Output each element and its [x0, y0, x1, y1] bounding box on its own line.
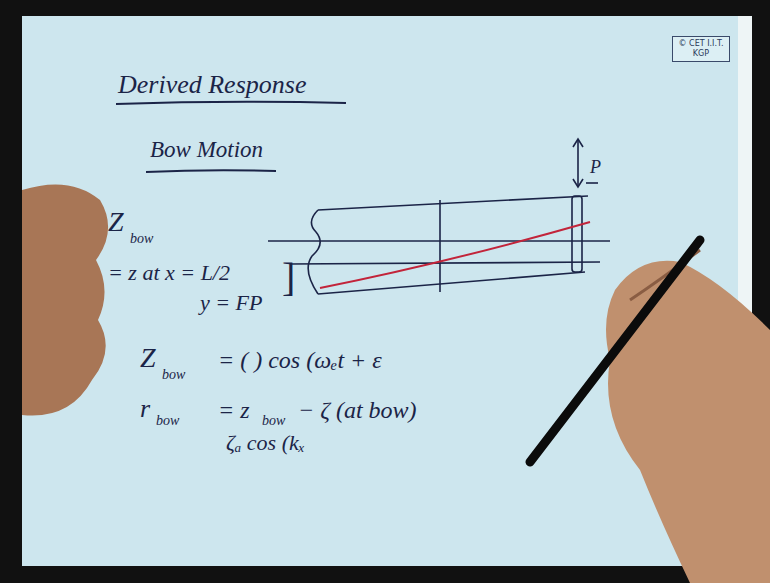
symbol: Z [108, 208, 124, 236]
equation: ζₐ cos (kₓ [226, 432, 305, 454]
equation: = ( ) cos (ωₑt + ε [218, 348, 382, 372]
watermark-text: © CET I.I.T. KGP [676, 39, 726, 58]
point-label: P [590, 158, 601, 176]
subscript: bow [156, 414, 179, 428]
heading: Derived Response [118, 72, 306, 98]
symbol: Z [140, 344, 156, 372]
equation: y = FP [200, 292, 263, 314]
equation: = z [218, 398, 250, 422]
equation: − ζ (at bow) [298, 398, 417, 422]
watermark-box: © CET I.I.T. KGP [672, 36, 730, 62]
bracket: ] [282, 258, 295, 298]
symbol: r [140, 396, 150, 422]
subscript: bow [162, 368, 185, 382]
subscript: bow [130, 232, 153, 246]
equation: = z at x = L/2 [108, 262, 230, 284]
subheading: Bow Motion [150, 138, 263, 161]
subscript: bow [262, 414, 285, 428]
